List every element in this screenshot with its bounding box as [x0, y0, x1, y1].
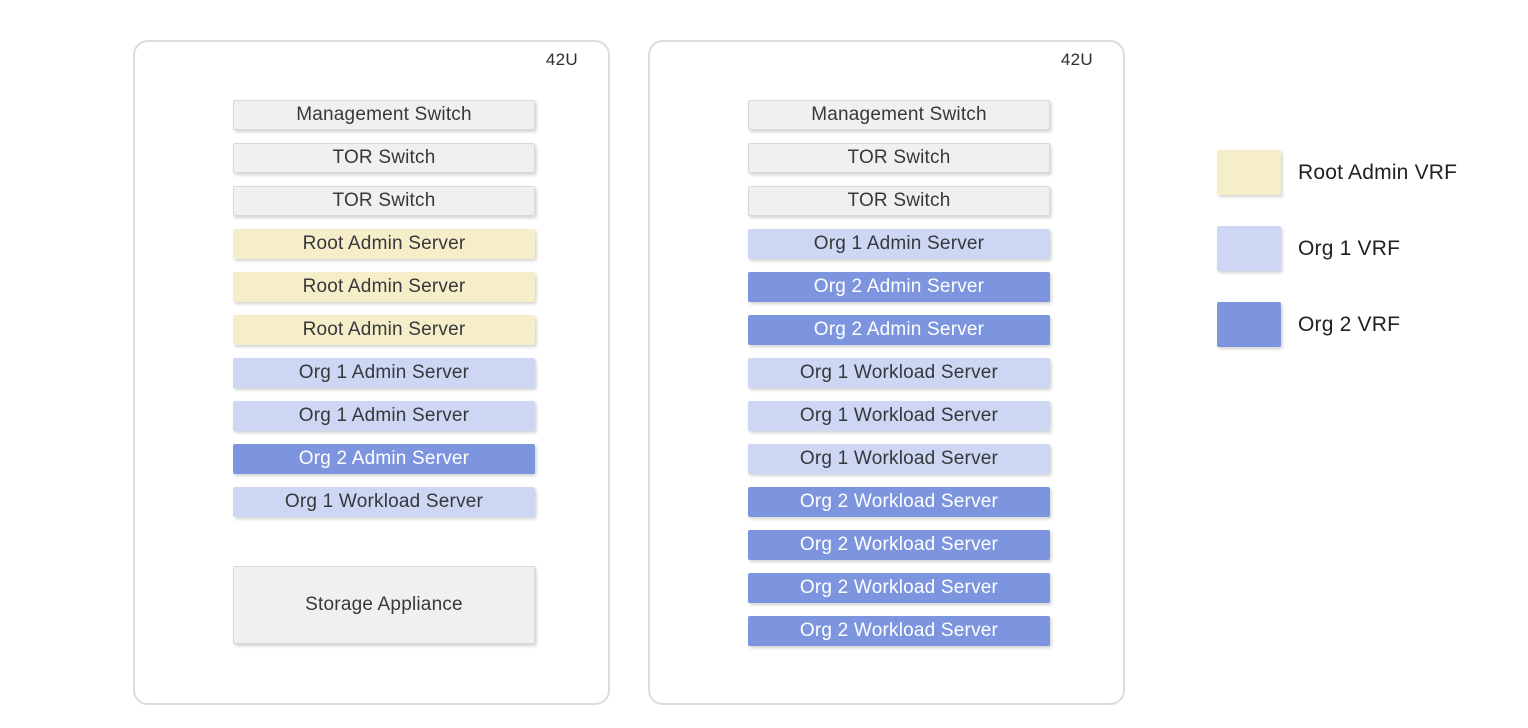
rack-1-unit-management-switch: Management Switch	[233, 100, 535, 130]
rack-1-unit-org-2-admin-server: Org 2 Admin Server	[233, 444, 535, 474]
legend: Root Admin VRF Org 1 VRF Org 2 VRF	[1217, 150, 1517, 350]
rack-1-unit-org-1-workload-server: Org 1 Workload Server	[233, 487, 535, 517]
legend-item-org-1-vrf: Org 1 VRF	[1217, 226, 1400, 271]
rack-2-unit-management-switch: Management Switch	[748, 100, 1050, 130]
rack-2-unit-org-2-admin-server: Org 2 Admin Server	[748, 272, 1050, 302]
rack-1-unit-root-admin-server: Root Admin Server	[233, 315, 535, 345]
rack-2-unit-org-1-workload-server: Org 1 Workload Server	[748, 444, 1050, 474]
legend-swatch-org-2-vrf	[1217, 302, 1281, 347]
rack-2-unit-org-1-admin-server: Org 1 Admin Server	[748, 229, 1050, 259]
rack-2-capacity-label: 42U	[1060, 50, 1093, 69]
rack-2-unit-org-2-admin-server: Org 2 Admin Server	[748, 315, 1050, 345]
legend-item-org-2-vrf: Org 2 VRF	[1217, 302, 1400, 347]
rack-1-unit-root-admin-server: Root Admin Server	[233, 272, 535, 302]
rack-2-unit-tor-switch: TOR Switch	[748, 143, 1050, 173]
legend-label: Org 2 VRF	[1298, 312, 1401, 336]
rack-1-unit-tor-switch: TOR Switch	[233, 186, 535, 216]
rack-2-unit-org-2-workload-server: Org 2 Workload Server	[748, 573, 1050, 603]
rack-2-unit-org-1-workload-server: Org 1 Workload Server	[748, 358, 1050, 388]
rack-1-unit-root-admin-server: Root Admin Server	[233, 229, 535, 259]
legend-label: Org 1 VRF	[1298, 236, 1401, 260]
rack-1-capacity-label: 42U	[545, 50, 578, 69]
legend-swatch-root-admin-vrf	[1217, 150, 1281, 195]
rack-1-unit-tor-switch: TOR Switch	[233, 143, 535, 173]
rack-1-unit-storage-appliance: Storage Appliance	[233, 566, 535, 644]
rack-2-unit-org-2-workload-server: Org 2 Workload Server	[748, 487, 1050, 517]
rack-2-unit-org-2-workload-server: Org 2 Workload Server	[748, 616, 1050, 646]
legend-label: Root Admin VRF	[1298, 160, 1458, 184]
rack-2-unit-org-2-workload-server: Org 2 Workload Server	[748, 530, 1050, 560]
rack-1-unit-org-1-admin-server: Org 1 Admin Server	[233, 358, 535, 388]
legend-swatch-org-1-vrf	[1217, 226, 1281, 271]
rack-2-unit-org-1-workload-server: Org 1 Workload Server	[748, 401, 1050, 431]
legend-item-root-admin-vrf: Root Admin VRF	[1217, 150, 1457, 195]
rack-1-unit-org-1-admin-server: Org 1 Admin Server	[233, 401, 535, 431]
rack-2-unit-tor-switch: TOR Switch	[748, 186, 1050, 216]
